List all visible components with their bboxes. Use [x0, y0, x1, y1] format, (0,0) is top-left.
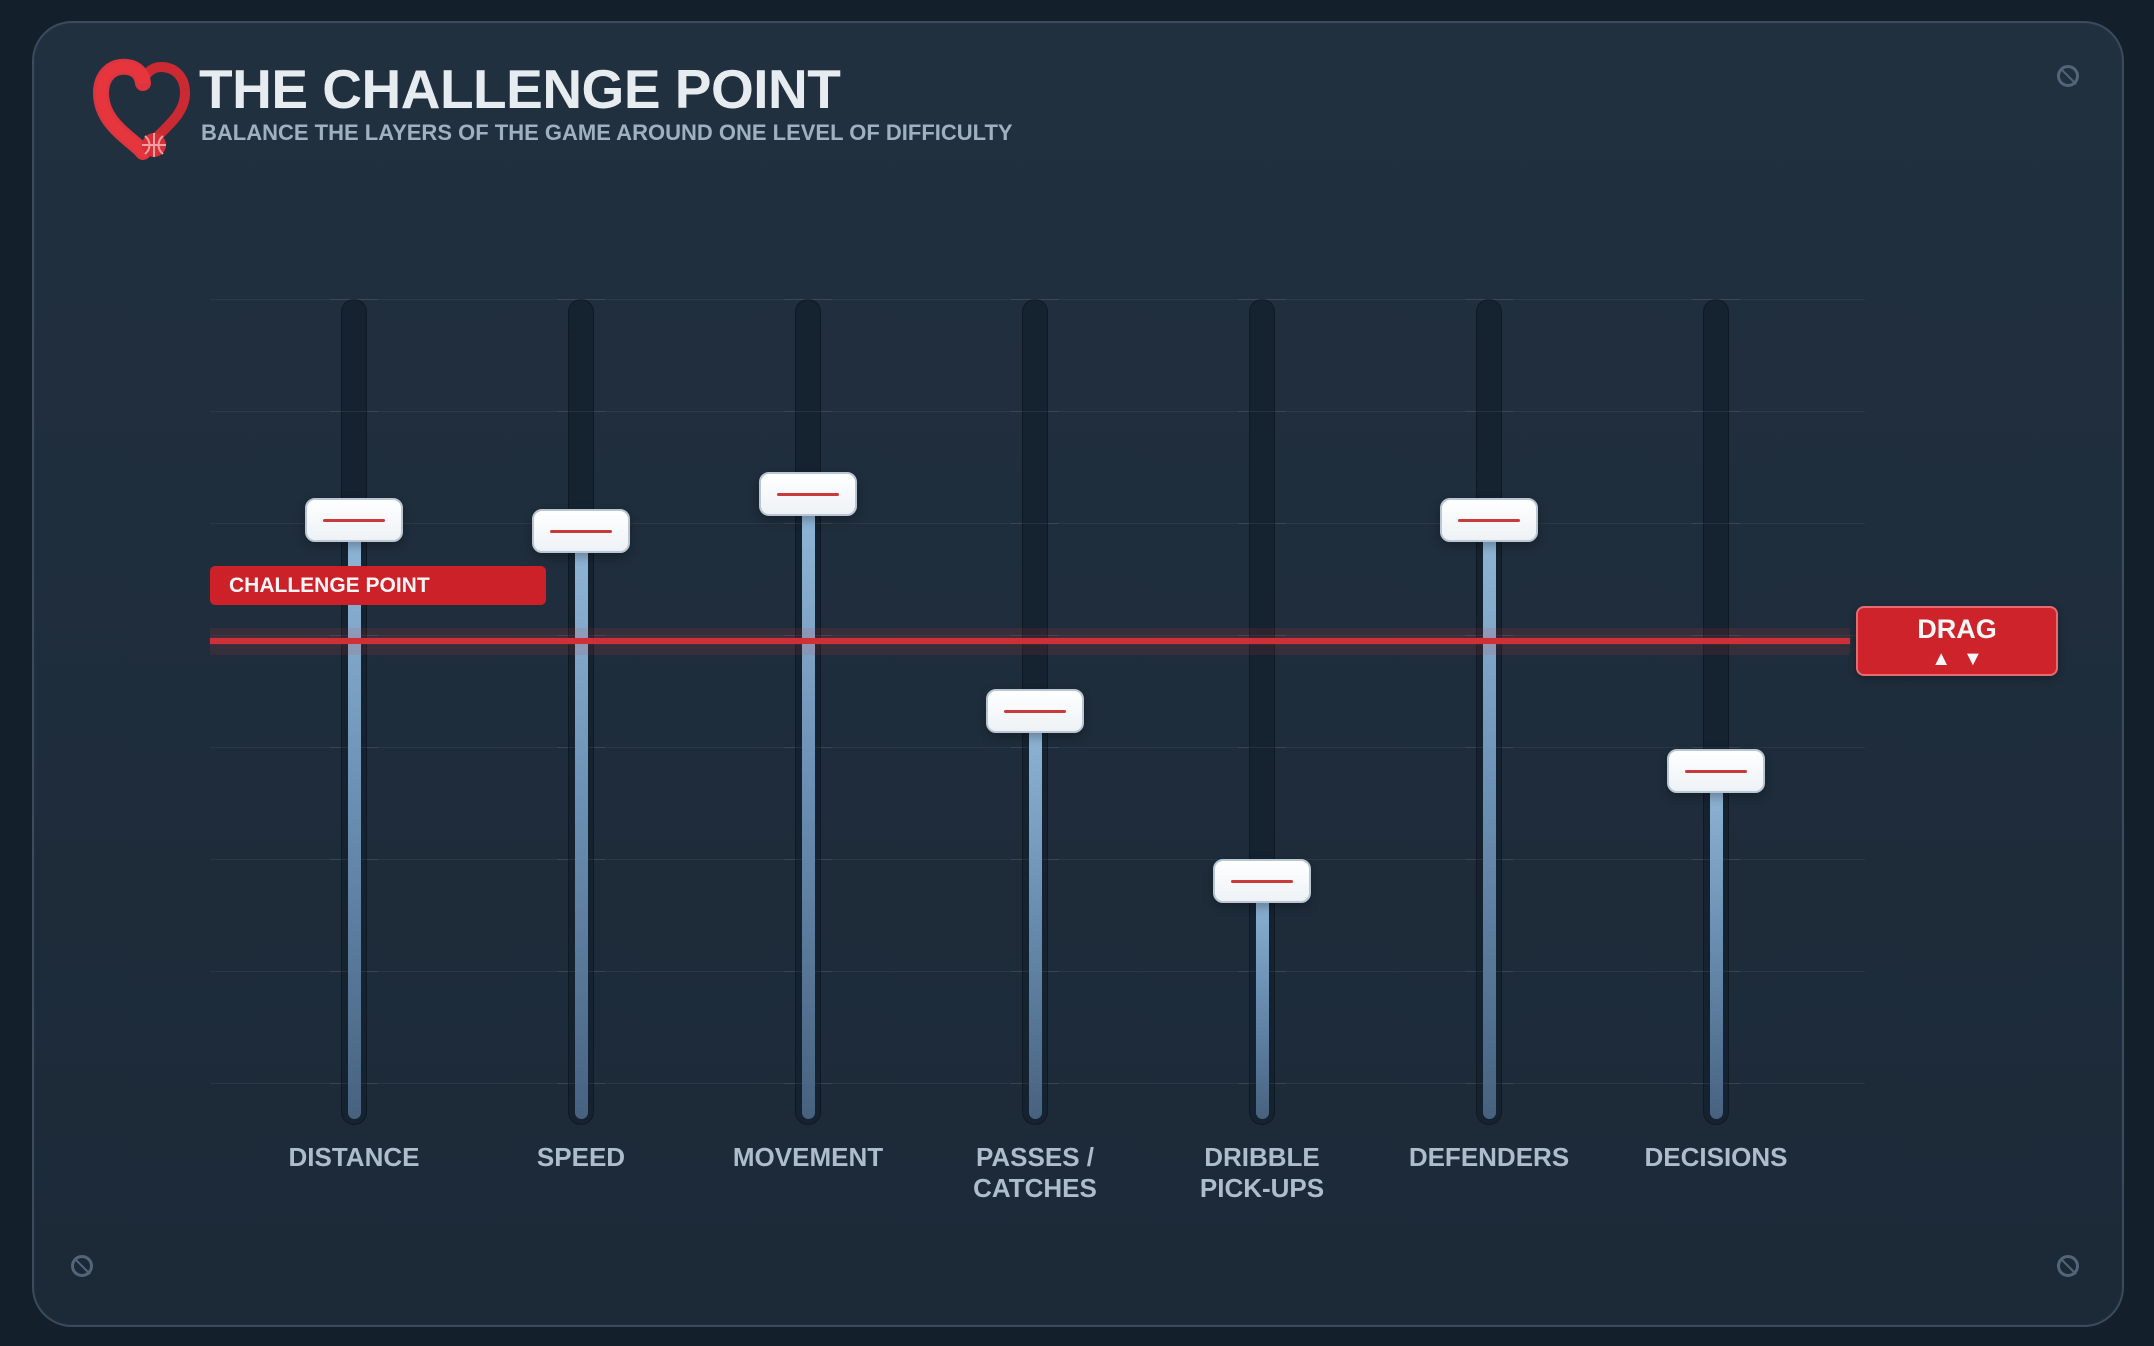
slider-tick	[1011, 523, 1059, 524]
slider-tick	[1238, 411, 1286, 412]
slider-tick	[1692, 411, 1740, 412]
slider-fill-speed	[574, 531, 588, 1119]
slider-tick	[784, 411, 832, 412]
challenge-point-label: CHALLENGE POINT	[210, 566, 546, 605]
screw-icon	[2057, 1255, 2079, 1277]
difficulty-board: DISTANCE SPEED MOVEMENT PASSES / CATCHES DRI…	[34, 23, 2122, 1325]
slider-tick	[330, 411, 378, 412]
challenge-point-drag-handle[interactable]: DRAG ▲▼	[1856, 605, 2058, 676]
slider-fill-passes-catches	[1028, 711, 1042, 1119]
slider-tick	[1011, 299, 1059, 300]
slider-tick	[1692, 523, 1740, 524]
screw-icon	[71, 1255, 93, 1277]
slider-knob-passes-catches[interactable]	[986, 689, 1084, 734]
slider-knob-speed[interactable]	[532, 509, 630, 554]
slider-label-decisions: DECISIONS	[1644, 1142, 1788, 1172]
slider-tick	[1692, 299, 1740, 300]
challenge-point-line[interactable]	[210, 637, 1850, 644]
slider-fill-defenders	[1482, 519, 1496, 1119]
slider-tick	[1692, 635, 1740, 636]
page-subtitle: BALANCE THE LAYERS OF THE GAME AROUND ON…	[201, 120, 1013, 145]
slider-knob-defenders[interactable]	[1440, 497, 1538, 542]
slider-tick	[1238, 523, 1286, 524]
slider-tick	[1465, 299, 1513, 300]
drag-arrows-icon: ▲▼	[1931, 647, 1995, 670]
slider-fill-decisions	[1709, 771, 1723, 1119]
slider-tick	[1238, 299, 1286, 300]
control-panel: THE CHALLENGE POINT BALANCE THE LAYERS O…	[32, 21, 2124, 1327]
slider-tick	[1238, 635, 1286, 636]
page-title: THE CHALLENGE POINT	[199, 58, 841, 120]
slider-label-speed: SPEED	[536, 1142, 626, 1172]
slider-tick	[1692, 747, 1740, 748]
slider-tick	[557, 411, 605, 412]
slider-tick	[557, 299, 605, 300]
heart-basketball-icon	[93, 58, 191, 160]
slider-fill-distance	[347, 519, 361, 1119]
slider-fill-dribble-pick-ups	[1255, 880, 1269, 1119]
slider-tick	[1465, 411, 1513, 412]
slider-tick	[1238, 747, 1286, 748]
slider-knob-dribble-pick-ups[interactable]	[1213, 858, 1311, 903]
slider-label-distance: DISTANCE	[288, 1142, 420, 1172]
screw-icon	[2057, 65, 2079, 87]
slider-label-movement: MOVEMENT	[732, 1142, 884, 1172]
slider-tick	[1011, 635, 1059, 636]
drag-label: DRAG	[1917, 613, 1997, 644]
slider-tick	[330, 299, 378, 300]
slider-label-passes-catches: PASSES / CATCHES	[973, 1142, 1097, 1203]
slider-knob-decisions[interactable]	[1667, 749, 1765, 794]
slider-knob-movement[interactable]	[759, 471, 857, 516]
slider-knob-distance[interactable]	[305, 497, 403, 542]
slider-label-defenders: DEFENDERS	[1408, 1142, 1570, 1172]
slider-label-dribble-pick-ups: DRIBBLE PICK-UPS	[1199, 1142, 1325, 1203]
slider-tick	[1011, 411, 1059, 412]
slider-tick	[784, 299, 832, 300]
slider-fill-movement	[801, 493, 815, 1119]
